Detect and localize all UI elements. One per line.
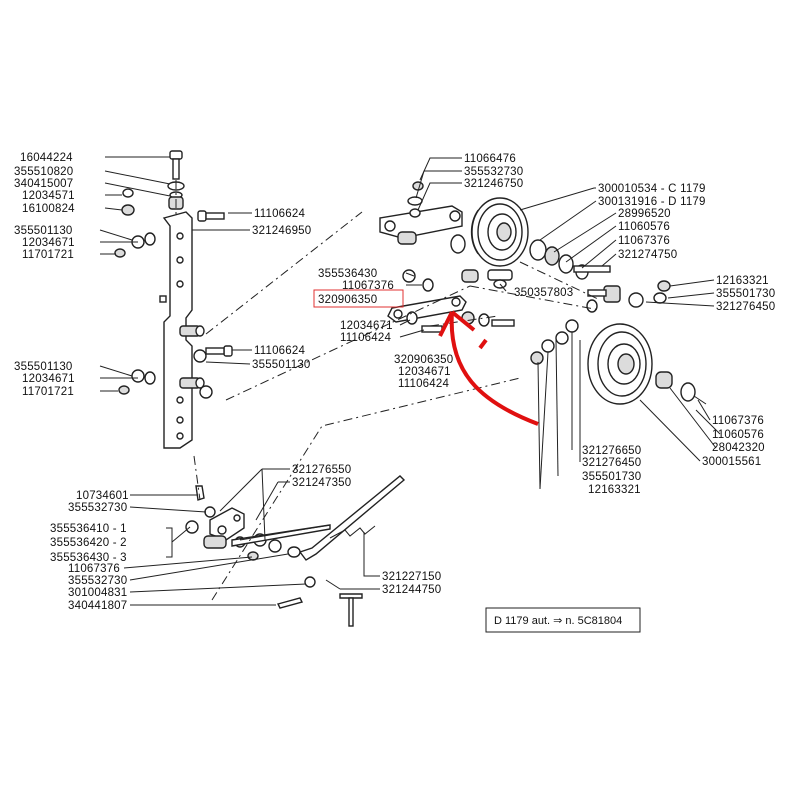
left-small-parts [114, 188, 156, 395]
leader-lines [99, 156, 721, 606]
part-label: 300015561 [702, 456, 761, 468]
left-labels: 16044224 355510820 340415007 12034571 16… [14, 152, 129, 612]
part-label: 355501130 [14, 225, 73, 237]
part-label: 28042320 [712, 442, 765, 454]
part-label: 16044224 [20, 152, 73, 164]
part-label: 355536410 - 1 [50, 523, 127, 535]
linkage-labels: 321276550 321247350 321227150 321244750 [292, 464, 441, 596]
part-label: 11060576 [618, 221, 670, 233]
part-label: 16100824 [22, 203, 75, 215]
part-label: 321274750 [618, 249, 677, 261]
right-labels: 300010534 - C 1179 300131916 - D 1179 28… [598, 183, 775, 313]
part-label: 11067376 [68, 563, 120, 575]
footnote-text: D 1179 aut. ⇒ n. 5C81804 [494, 615, 622, 627]
part-label: 12163321 [716, 275, 769, 287]
part-label: 300010534 - C 1179 [598, 183, 706, 195]
part-label: 340415007 [14, 178, 73, 190]
part-label: 355536430 [318, 268, 377, 280]
top-labels: 11066476 355532730 321246750 350357803 [464, 153, 573, 299]
part-label: 11066476 [464, 153, 516, 165]
part-label: 11701721 [22, 386, 74, 398]
part-label: 11067376 [342, 280, 394, 292]
part-label: 321247350 [292, 477, 351, 489]
part-label: 355501730 [582, 471, 641, 483]
part-label: 12034671 [398, 366, 451, 378]
center-lines [193, 211, 601, 601]
footnote-box: D 1179 aut. ⇒ n. 5C81804 [485, 607, 641, 633]
part-label: 301004831 [68, 587, 127, 599]
top-bolt-stack [167, 150, 185, 214]
part-label: 12163321 [588, 484, 641, 496]
part-label: 12034671 [22, 237, 75, 249]
part-label: 355501130 [252, 359, 311, 371]
part-label: 355510820 [14, 166, 73, 178]
part-label: 355532730 [68, 575, 127, 587]
part-label: 12034671 [22, 373, 75, 385]
upper-pulley [470, 197, 589, 280]
part-label: 355536420 - 2 [50, 537, 127, 549]
red-annotation-arrow [438, 310, 539, 426]
lower-right-labels: 321276650 321276450 355501730 12163321 1… [582, 415, 765, 496]
bracket-bolts [193, 210, 233, 363]
part-label: 321276450 [582, 457, 641, 469]
part-label: 300131916 - D 1179 [598, 196, 706, 208]
part-label: 355536430 - 3 [50, 552, 127, 564]
part-label: 321244750 [382, 584, 441, 596]
part-label: 320906350 [394, 354, 453, 366]
part-label: 355501730 [716, 288, 775, 300]
part-label: 11067376 [712, 415, 764, 427]
center-labels: 355536430 11067376 320906350 12034671 11… [313, 268, 453, 390]
part-label: 355532730 [464, 166, 523, 178]
highlighted-part-label: 320906350 [318, 294, 377, 306]
part-label: 355501130 [14, 361, 73, 373]
vertical-bracket [159, 211, 213, 449]
part-label: 28996520 [618, 208, 671, 220]
part-label: 321246750 [464, 178, 523, 190]
part-label: 11106424 [340, 332, 391, 344]
part-label: 321276450 [716, 301, 775, 313]
part-label: 11060576 [712, 429, 764, 441]
lower-linkage [185, 475, 406, 627]
tension-bolt-block [573, 265, 671, 313]
highlight-box [313, 289, 404, 308]
part-label: 321276550 [292, 464, 351, 476]
part-label: 11106624 [254, 345, 305, 357]
part-label: 11701721 [22, 249, 74, 261]
part-label: 11106424 [398, 378, 449, 390]
part-label: 10734601 [76, 490, 129, 502]
part-label: 355532730 [68, 502, 127, 514]
part-label: 321246950 [252, 225, 311, 237]
part-label: 12034671 [340, 320, 393, 332]
part-label: 350357803 [514, 287, 573, 299]
part-label: 11067376 [618, 235, 670, 247]
part-label: 11106624 [254, 208, 305, 220]
part-label: 340441807 [68, 600, 127, 612]
lower-pulley [530, 319, 707, 405]
part-label: 321227150 [382, 571, 441, 583]
upper-bracket-labels: 11106624 321246950 11106624 355501130 [252, 208, 311, 371]
part-label: 321276650 [582, 445, 641, 457]
part-label: 12034571 [22, 190, 75, 202]
